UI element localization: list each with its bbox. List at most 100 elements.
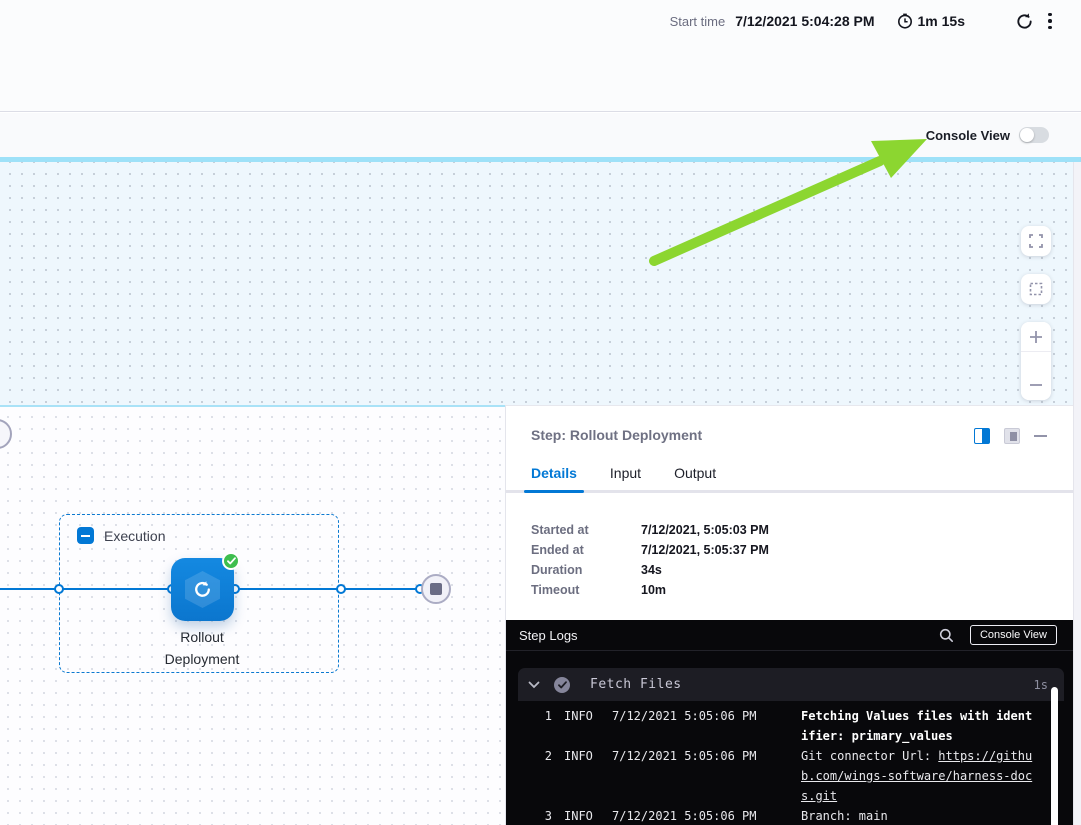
tab-label: Output bbox=[674, 465, 717, 481]
rollout-deployment-node[interactable] bbox=[171, 552, 240, 621]
execution-graph-canvas[interactable]: Execution Rollout Deployment bbox=[0, 405, 505, 825]
rollout-icon bbox=[195, 581, 210, 597]
start-time-value: 7/12/2021 5:04:28 PM bbox=[735, 13, 875, 29]
search-icon bbox=[939, 628, 953, 642]
kebab-menu-icon bbox=[1048, 12, 1052, 30]
log-search-button[interactable] bbox=[939, 628, 954, 643]
log-timestamp: 7/12/2021 5:05:06 PM bbox=[612, 809, 757, 823]
log-section-name: Fetch Files bbox=[590, 677, 682, 692]
collapse-group-button[interactable] bbox=[77, 527, 94, 544]
node-label-line1: Rollout bbox=[180, 629, 224, 645]
detail-value: 7/12/2021, 5:05:03 PM bbox=[641, 523, 769, 537]
log-message: Fetching Values files with identifier: p… bbox=[801, 709, 1033, 743]
console-view-label: Console View bbox=[925, 127, 1010, 143]
start-node[interactable] bbox=[0, 419, 12, 449]
port-group-in bbox=[54, 584, 64, 594]
page-scrollbar-track[interactable] bbox=[1073, 162, 1081, 825]
details-list: Started at 7/12/2021, 5:05:03 PM Ended a… bbox=[531, 520, 769, 600]
elapsed-value: 1m 15s bbox=[917, 13, 965, 29]
step-logs-section: Step Logs Console View Fetch Files 1s bbox=[506, 620, 1073, 825]
top-header: Start time 7/12/2021 5:04:28 PM 1m 15s bbox=[0, 0, 1081, 112]
step-details-panel: Step: Rollout Deployment Details Input Ou… bbox=[505, 405, 1073, 825]
execution-group-label: Execution bbox=[104, 528, 166, 544]
panel-layout-controls bbox=[974, 428, 1047, 444]
log-line-number: 3 bbox=[544, 809, 552, 823]
zoom-in-button[interactable] bbox=[1021, 322, 1051, 352]
elapsed-duration: 1m 15s bbox=[897, 13, 965, 29]
stop-square-icon bbox=[430, 583, 442, 595]
log-lines: 1 INFO 7/12/2021 5:05:06 PM Fetching Val… bbox=[518, 701, 1073, 825]
detail-value: 10m bbox=[641, 583, 667, 597]
detail-label: Duration bbox=[531, 563, 583, 577]
detail-label: Ended at bbox=[531, 543, 584, 557]
zoom-out-button[interactable] bbox=[1021, 370, 1051, 400]
log-line-number: 2 bbox=[544, 749, 552, 763]
fullscreen-icon bbox=[1029, 234, 1043, 248]
detail-value: 34s bbox=[641, 563, 662, 577]
log-row: 1 INFO 7/12/2021 5:05:06 PM Fetching Val… bbox=[518, 706, 1073, 746]
log-level: INFO bbox=[564, 809, 593, 823]
stage-graph-canvas[interactable] bbox=[0, 162, 1073, 405]
log-line-number: 1 bbox=[544, 709, 552, 723]
zoom-in-icon bbox=[1030, 330, 1042, 343]
canvas-controls bbox=[1021, 226, 1051, 400]
split-view-icon[interactable] bbox=[974, 428, 990, 444]
detail-value: 7/12/2021, 5:05:37 PM bbox=[641, 543, 769, 557]
tab-label: Details bbox=[531, 465, 577, 481]
toggle-knob bbox=[1020, 128, 1034, 142]
stage-divider bbox=[0, 157, 1081, 162]
detail-row: Timeout 10m bbox=[531, 580, 769, 600]
tab-label: Input bbox=[609, 465, 642, 481]
node-label: Rollout Deployment bbox=[112, 626, 292, 670]
tab-details[interactable]: Details bbox=[524, 465, 584, 493]
log-row: 2 INFO 7/12/2021 5:05:06 PM Git connecto… bbox=[518, 746, 1073, 806]
step-logs-title: Step Logs bbox=[519, 627, 578, 643]
right-pane-view-icon[interactable] bbox=[1004, 428, 1020, 444]
log-console-view-button[interactable]: Console View bbox=[969, 625, 1057, 645]
node-label-line2: Deployment bbox=[164, 651, 240, 667]
node-hexagon bbox=[185, 571, 220, 608]
minimize-panel-icon[interactable] bbox=[1034, 434, 1047, 438]
log-message: Branch: main bbox=[801, 809, 888, 823]
log-level: INFO bbox=[564, 709, 593, 723]
detail-row: Ended at 7/12/2021, 5:05:37 PM bbox=[531, 540, 769, 560]
refresh-icon bbox=[1016, 12, 1032, 29]
zoom-out-icon bbox=[1030, 384, 1042, 386]
marquee-icon bbox=[1029, 282, 1043, 296]
log-timestamp: 7/12/2021 5:05:06 PM bbox=[612, 749, 757, 763]
refresh-button[interactable] bbox=[1011, 8, 1037, 34]
start-time-label: Start time bbox=[669, 13, 726, 29]
tab-input[interactable]: Input bbox=[610, 465, 641, 491]
more-options-button[interactable] bbox=[1037, 8, 1063, 34]
console-view-strip: Console View bbox=[0, 113, 1081, 157]
log-row: 3 INFO 7/12/2021 5:05:06 PM Branch: main bbox=[518, 806, 1073, 825]
step-logs-header: Step Logs Console View bbox=[506, 620, 1073, 651]
log-scroll-area[interactable]: Fetch Files 1s 1 INFO 7/12/2021 5:05:06 … bbox=[506, 651, 1073, 825]
log-scrollbar-thumb[interactable] bbox=[1051, 687, 1058, 825]
detail-label: Timeout bbox=[531, 583, 580, 597]
marquee-select-button[interactable] bbox=[1021, 274, 1051, 304]
detail-row: Started at 7/12/2021, 5:05:03 PM bbox=[531, 520, 769, 540]
log-section-fetch-files[interactable]: Fetch Files 1s bbox=[518, 668, 1064, 701]
port-group-out bbox=[336, 584, 346, 594]
detail-label: Started at bbox=[531, 523, 589, 537]
detail-row: Duration 34s bbox=[531, 560, 769, 580]
tabs-rail bbox=[506, 490, 1073, 493]
tab-output[interactable]: Output bbox=[674, 465, 716, 491]
success-badge-icon bbox=[222, 552, 240, 570]
clock-icon bbox=[897, 13, 912, 29]
zoom-controls bbox=[1021, 322, 1051, 400]
end-node[interactable] bbox=[421, 574, 451, 604]
fullscreen-button[interactable] bbox=[1021, 226, 1051, 256]
detail-tabs: Details Input Output bbox=[524, 465, 716, 493]
section-success-icon bbox=[554, 676, 570, 693]
header-right-cluster: Start time 7/12/2021 5:04:28 PM 1m 15s bbox=[670, 9, 1063, 33]
log-timestamp: 7/12/2021 5:05:06 PM bbox=[612, 709, 757, 723]
log-link[interactable]: https://github.com/wings-software/harnes… bbox=[801, 749, 1033, 803]
log-section-duration: 1s bbox=[1033, 677, 1048, 692]
log-message: Git connector Url: https://github.com/wi… bbox=[801, 749, 1033, 803]
panel-title: Step: Rollout Deployment bbox=[531, 427, 703, 443]
console-view-toggle[interactable] bbox=[1019, 127, 1049, 143]
chevron-down-icon[interactable] bbox=[528, 681, 540, 689]
